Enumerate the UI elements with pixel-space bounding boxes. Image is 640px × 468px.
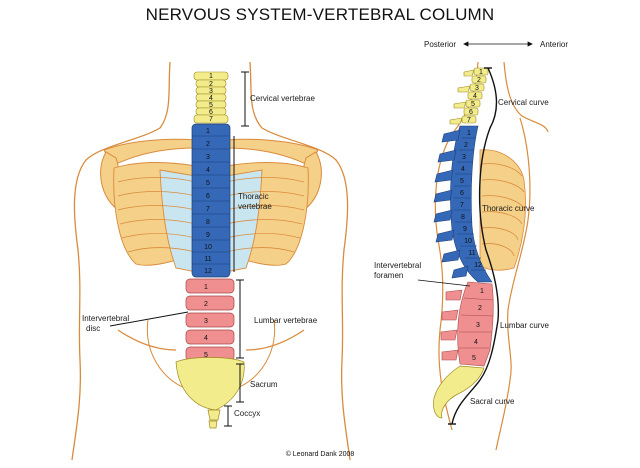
- copyright-text: © Leonard Dank 2008: [285, 451, 355, 458]
- side-t-num: 12: [474, 262, 482, 269]
- side-t-num: 9: [463, 226, 467, 233]
- side-l-num: 5: [472, 355, 476, 362]
- intervertebral-foramen-label: Intervertebral: [374, 261, 421, 270]
- front-lumbar-vertebrae: 1 2 3 4 5: [185, 278, 235, 362]
- front-c-num: 3: [209, 88, 213, 95]
- side-t-num: 2: [464, 142, 468, 149]
- rib-cage: [113, 162, 309, 273]
- thoracic-vertebrae-label: Thoracic: [238, 192, 269, 201]
- side-t-num: 5: [460, 178, 464, 185]
- intervertebral-disc-label: Intervertebral: [82, 314, 129, 323]
- front-brackets: [109, 71, 249, 427]
- sacral-curve-label: Sacral curve: [470, 397, 515, 406]
- side-t-num: 3: [462, 154, 466, 161]
- front-t-num: 12: [204, 268, 212, 275]
- front-c-num: 7: [209, 116, 213, 123]
- coccyx-label: Coccyx: [234, 409, 260, 418]
- side-lumbar-vertebrae: [440, 281, 494, 367]
- front-t-num: 8: [206, 219, 210, 226]
- anterior-label: Anterior: [540, 40, 568, 49]
- front-l-num: 5: [204, 352, 208, 359]
- side-t-num: 10: [464, 238, 472, 245]
- side-t-num: 6: [460, 190, 464, 197]
- side-foramen-pointer: [417, 279, 471, 287]
- side-c-num: 2: [477, 77, 481, 84]
- front-c-num: 5: [209, 102, 213, 109]
- front-cervical-vertebrae: 1 2 3 4 5 6 7: [193, 71, 229, 124]
- side-c-num: 1: [479, 69, 483, 76]
- side-lumbar-numbers: 1 2 3 4 5: [472, 288, 484, 362]
- front-l-num: 1: [204, 284, 208, 291]
- direction-arrow: [463, 41, 533, 47]
- side-cervical-vertebrae: [449, 67, 489, 125]
- front-t-num: 4: [206, 167, 210, 174]
- side-sacrum: [433, 365, 485, 419]
- side-c-num: 6: [469, 109, 473, 116]
- thoracic-curve-label: Thoracic curve: [482, 204, 535, 213]
- side-thoracic-vertebrae: [433, 125, 493, 283]
- side-t-num: 7: [460, 202, 464, 209]
- front-t-num: 9: [206, 232, 210, 239]
- side-l-num: 2: [478, 305, 482, 312]
- side-l-num: 3: [476, 322, 480, 329]
- thoracic-vertebrae-label: vertebrae: [238, 202, 272, 211]
- front-l-num: 2: [204, 301, 208, 308]
- front-t-num: 7: [206, 206, 210, 213]
- side-thoracic-numbers: 1 2 3 4 5 6 7 8 9 10 11 12: [460, 130, 482, 269]
- side-c-num: 7: [467, 117, 471, 124]
- front-t-num: 6: [206, 193, 210, 200]
- front-t-num: 2: [206, 141, 210, 148]
- front-c-num: 1: [209, 73, 213, 80]
- cervical-curve-label: Cervical curve: [498, 98, 549, 107]
- side-cervical-numbers: 1 2 3 4 5 6 7: [467, 69, 483, 124]
- side-l-num: 4: [474, 339, 478, 346]
- intervertebral-foramen-label: foramen: [374, 271, 403, 280]
- side-l-num: 1: [480, 288, 484, 295]
- front-t-num: 1: [206, 128, 210, 135]
- side-t-num: 4: [461, 166, 465, 173]
- side-t-num: 1: [467, 130, 471, 137]
- side-t-num: 8: [461, 214, 465, 221]
- sacrum-label: Sacrum: [250, 380, 278, 389]
- front-c-num: 4: [209, 95, 213, 102]
- front-t-num: 3: [206, 154, 210, 161]
- front-c-num: 6: [209, 109, 213, 116]
- lumbar-vertebrae-label: Lumbar vertebrae: [254, 316, 318, 325]
- side-c-num: 4: [473, 93, 477, 100]
- front-t-num: 11: [204, 256, 211, 263]
- side-c-num: 5: [471, 101, 475, 108]
- side-t-num: 11: [468, 250, 475, 257]
- page-title: NERVOUS SYSTEM-VERTEBRAL COLUMN: [145, 5, 495, 24]
- front-thoracic-vertebrae: 1 2 3 4 5 6 7 8 9 10 11 12: [191, 123, 231, 278]
- front-t-num: 5: [206, 180, 210, 187]
- front-l-num: 3: [204, 318, 208, 325]
- front-sacrum: [175, 357, 245, 429]
- lumbar-curve-label: Lumbar curve: [500, 321, 549, 330]
- side-curve-line: [448, 67, 500, 425]
- pelvis: [146, 319, 276, 391]
- cervical-vertebrae-label: Cervical vertebrae: [250, 94, 315, 103]
- side-c-num: 3: [475, 85, 479, 92]
- posterior-label: Posterior: [424, 40, 456, 49]
- front-t-num: 10: [204, 244, 212, 251]
- front-c-num: 2: [209, 81, 213, 88]
- intervertebral-disc-label: disc: [86, 324, 100, 333]
- front-l-num: 4: [204, 335, 208, 342]
